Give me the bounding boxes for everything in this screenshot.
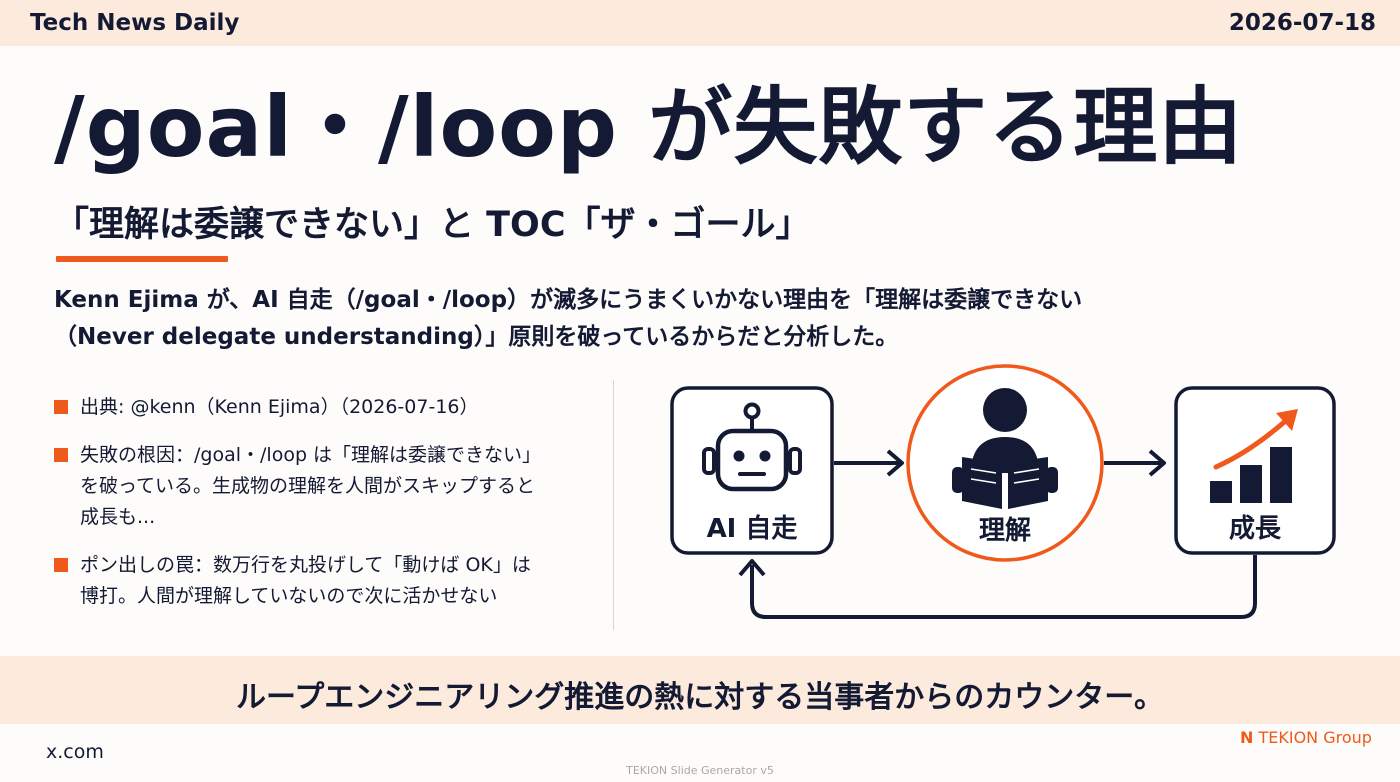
tagline: ループエンジニアリング推進の熱に対する当事者からのカウンター。 [236, 680, 1164, 715]
arrow-right-icon [1104, 449, 1166, 477]
lead-paragraph: Kenn Ejima が、AI 自走（/goal・/loop）が滅多にうまくいか… [54, 282, 1174, 356]
person-reading-icon [952, 388, 1058, 509]
bullet-text: 成長も... [80, 506, 156, 528]
page-title: /goal・/loop が失敗する理由 [54, 78, 1244, 176]
bullet-item-root-cause: 失敗の根因：/goal・/loop は「理解は委譲できない」 を破っている。生成… [54, 440, 604, 533]
bullet-square-icon [54, 400, 68, 414]
node-growth: 成長 [1174, 386, 1336, 555]
logo-text: TEKION Group [1258, 728, 1372, 747]
column-divider [613, 380, 614, 630]
accent-underline [56, 256, 228, 262]
bullet-list: 出典: @kenn（Kenn Ejima）（2026-07-16） 失敗の根因：… [54, 392, 604, 629]
node-label-ai: AI 自走 [707, 513, 798, 544]
robot-icon [702, 402, 802, 492]
logo-mark-icon: N [1240, 728, 1254, 747]
bullet-text: を破っている。生成物の理解を人間がスキップすると [80, 475, 536, 497]
node-label-growth: 成長 [1229, 514, 1282, 544]
page-subtitle: 「理解は委譲できない」と TOC「ザ・ゴール」 [54, 205, 811, 245]
bullet-text: 出典: @kenn（Kenn Ejima）（2026-07-16） [80, 396, 479, 418]
lead-line: Kenn Ejima が、AI 自走（/goal・/loop）が滅多にうまくいか… [54, 287, 1083, 313]
growth-chart-icon [1210, 409, 1298, 503]
node-ai-autonomy: AI 自走 [670, 386, 834, 555]
lead-line: （Never delegate understanding）」原則を破っているか… [54, 324, 899, 350]
bullet-square-icon [54, 448, 68, 462]
bullet-square-icon [54, 558, 68, 572]
company-logo: N TEKION Group [1240, 728, 1372, 747]
arrow-right-icon [834, 449, 904, 477]
node-understanding: 理解 [906, 364, 1104, 562]
bullet-item-source: 出典: @kenn（Kenn Ejima）（2026-07-16） [54, 392, 604, 423]
bullet-text: 博打。人間が理解していないので次に活かせない [80, 585, 498, 607]
brand-name: Tech News Daily [30, 10, 240, 36]
source-link[interactable]: x.com [46, 741, 104, 763]
header-bar: Tech News Daily 2026-07-18 [0, 0, 1400, 46]
bullet-text: ポン出しの罠：数万行を丸投げして「動けば OK」は [80, 554, 531, 576]
publish-date: 2026-07-18 [1228, 10, 1376, 36]
node-label-understanding: 理解 [979, 516, 1031, 546]
generator-credit: TEKION Slide Generator v5 [626, 764, 774, 777]
tagline-band [0, 656, 1400, 724]
loop-diagram: AI 自走 理解 [640, 355, 1360, 634]
bullet-text: 失敗の根因：/goal・/loop は「理解は委譲できない」 [80, 444, 542, 466]
feedback-loop-arrow-icon [738, 555, 1257, 619]
bullet-item-trap: ポン出しの罠：数万行を丸投げして「動けば OK」は 博打。人間が理解していないの… [54, 550, 604, 612]
